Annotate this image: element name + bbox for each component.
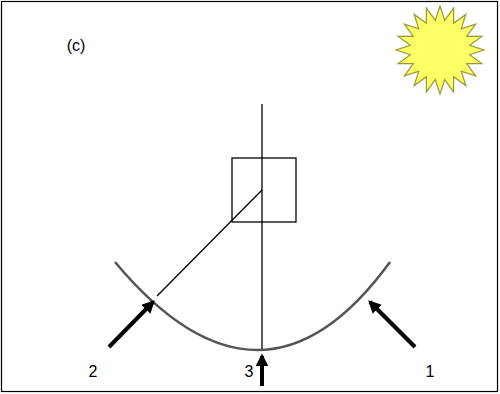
bowl-arc	[115, 262, 390, 350]
callout-number: 3	[245, 364, 254, 380]
diagonal-line	[157, 190, 262, 296]
panel-label: (c)	[67, 38, 86, 54]
sun-rays	[396, 6, 484, 94]
arrow	[109, 302, 153, 347]
callout-number: 1	[426, 364, 435, 380]
arrow	[260, 356, 264, 386]
arrow	[370, 302, 415, 347]
vertical-axis	[261, 104, 262, 350]
callout-number: 2	[89, 364, 98, 380]
square-box	[232, 158, 296, 222]
sun-symbol	[396, 6, 484, 94]
